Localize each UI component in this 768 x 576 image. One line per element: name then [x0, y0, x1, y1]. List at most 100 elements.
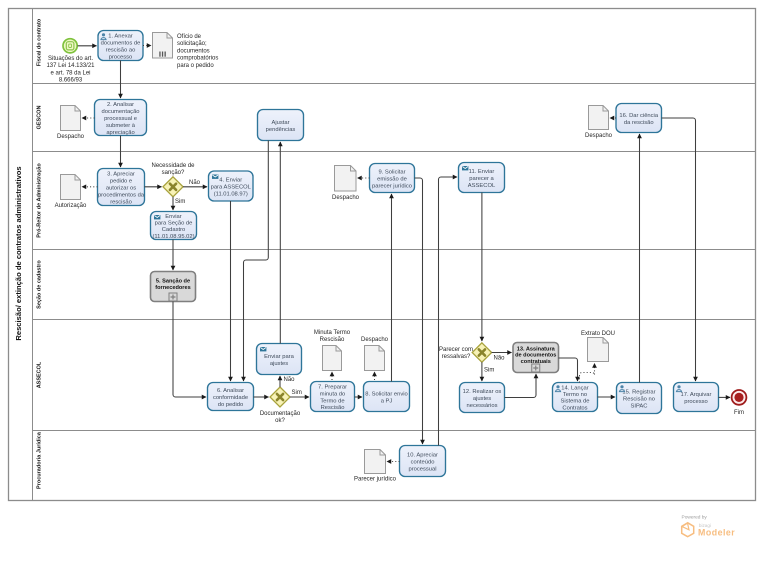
svg-text:Despacho: Despacho: [57, 134, 85, 140]
svg-text:12. Realizar os: 12. Realizar os: [463, 389, 502, 395]
svg-text:e art. 78 da Lei: e art. 78 da Lei: [50, 70, 90, 76]
svg-text:Termo no: Termo no: [563, 392, 587, 398]
svg-text:Rescisão no: Rescisão no: [623, 396, 655, 402]
svg-text:Modeler: Modeler: [698, 528, 735, 538]
svg-text:a PJ: a PJ: [381, 398, 393, 404]
svg-text:Fim: Fim: [734, 410, 744, 416]
svg-text:de documentos: de documentos: [515, 353, 556, 359]
svg-text:Ofício de: Ofício de: [177, 34, 202, 40]
svg-text:Minuta Termo: Minuta Termo: [314, 330, 351, 336]
svg-text:Pró-Reitor de Administração: Pró-Reitor de Administração: [37, 163, 43, 238]
svg-text:processo: processo: [684, 399, 708, 405]
svg-text:ASSECOL: ASSECOL: [468, 183, 496, 189]
svg-text:necessários: necessários: [467, 403, 498, 409]
svg-text:Sim: Sim: [292, 390, 302, 396]
svg-text:Autorização: Autorização: [55, 203, 87, 209]
svg-text:documentação: documentação: [101, 109, 139, 115]
svg-text:9. Solicitar: 9. Solicitar: [378, 169, 405, 175]
svg-text:bizagi: bizagi: [699, 523, 711, 528]
svg-text:Enviar para: Enviar para: [264, 354, 294, 360]
svg-text:Situações do art.: Situações do art.: [48, 56, 93, 62]
svg-text:apreciação: apreciação: [106, 130, 134, 136]
svg-text:pendências: pendências: [266, 127, 296, 133]
svg-text:rescisão ao: rescisão ao: [106, 47, 136, 53]
svg-text:minuta do: minuta do: [320, 392, 345, 398]
svg-text:Sim: Sim: [175, 199, 185, 205]
svg-text:Rescisão/ extinção de contrato: Rescisão/ extinção de contratos administ…: [14, 166, 23, 340]
svg-text:fornecedores: fornecedores: [155, 285, 190, 291]
svg-text:comprobatórios: comprobatórios: [177, 56, 218, 62]
svg-text:ASSECOL: ASSECOL: [37, 361, 43, 388]
svg-text:Não: Não: [494, 356, 506, 362]
svg-text:parecer a: parecer a: [469, 176, 494, 182]
svg-text:Fiscal do contrato: Fiscal do contrato: [37, 18, 43, 66]
svg-text:Extrato DOU: Extrato DOU: [581, 331, 615, 337]
svg-text:conteúdo: conteúdo: [411, 459, 435, 465]
svg-text:ajustes: ajustes: [270, 361, 288, 367]
svg-text:10. Apreciar: 10. Apreciar: [407, 452, 438, 458]
svg-text:ajustes: ajustes: [473, 396, 491, 402]
svg-text:13. Assinatura: 13. Assinatura: [517, 346, 556, 352]
svg-text:para Seção de: para Seção de: [155, 221, 193, 227]
svg-text:(11.01.08.97): (11.01.08.97): [214, 191, 248, 197]
svg-text:documentos: documentos: [177, 48, 210, 54]
svg-text:Não: Não: [284, 377, 296, 383]
svg-text:11. Enviar: 11. Enviar: [469, 169, 495, 175]
svg-text:emissão de: emissão de: [377, 176, 407, 182]
svg-text:137 Lei 14.133/21: 137 Lei 14.133/21: [46, 63, 95, 69]
svg-text:15. Registrar: 15. Registrar: [622, 389, 655, 395]
svg-text:para ASSECOL: para ASSECOL: [211, 184, 252, 190]
svg-text:ok?: ok?: [275, 418, 285, 424]
svg-text:procedimentos da: procedimentos da: [98, 192, 145, 198]
svg-text:GESCON: GESCON: [37, 106, 43, 130]
svg-text:14. Lançar: 14. Lançar: [561, 386, 588, 392]
svg-text:processo: processo: [109, 54, 133, 60]
svg-text:1. Anexar: 1. Anexar: [108, 33, 133, 39]
svg-text:6. Analisar: 6. Analisar: [217, 388, 244, 394]
svg-text:5. Sanção de: 5. Sanção de: [156, 279, 190, 285]
svg-text:documentos de: documentos de: [101, 40, 141, 46]
svg-text:da rescisão: da rescisão: [624, 120, 654, 126]
svg-text:conformidade: conformidade: [213, 395, 248, 401]
svg-text:Enviar: Enviar: [165, 214, 182, 220]
svg-text:8.666/93: 8.666/93: [59, 78, 83, 84]
svg-text:Cadastro: Cadastro: [162, 227, 186, 233]
svg-text:Rescisão: Rescisão: [320, 337, 345, 343]
svg-text:submeter à: submeter à: [106, 123, 136, 129]
svg-text:pedido e: pedido e: [110, 178, 132, 184]
svg-text:Documentação: Documentação: [260, 411, 301, 417]
svg-text:Contratos: Contratos: [562, 405, 587, 411]
svg-text:Procuradoria Jurídica: Procuradoria Jurídica: [37, 431, 43, 489]
svg-text:parecer jurídico: parecer jurídico: [372, 183, 412, 189]
svg-text:para o pedido: para o pedido: [177, 63, 214, 69]
svg-text:Ajustar: Ajustar: [271, 120, 289, 126]
svg-text:Sim: Sim: [484, 368, 494, 374]
svg-text:SIPAC: SIPAC: [631, 403, 648, 409]
svg-text:17. Arquivar: 17. Arquivar: [681, 392, 712, 398]
svg-text:Rescisão: Rescisão: [321, 405, 345, 411]
svg-text:solicitação;: solicitação;: [177, 41, 207, 47]
svg-text:Termo de: Termo de: [320, 398, 344, 404]
svg-text:8. Solicitar envio: 8. Solicitar envio: [365, 391, 408, 397]
svg-text:sanção?: sanção?: [162, 170, 185, 176]
svg-text:2. Analisar: 2. Analisar: [107, 102, 134, 108]
svg-text:do pedido: do pedido: [218, 402, 243, 408]
svg-text:contratuais: contratuais: [521, 359, 551, 365]
svg-text:processual: processual: [408, 466, 436, 472]
svg-text:Despacho: Despacho: [332, 195, 360, 201]
svg-text:Necessidade de: Necessidade de: [151, 163, 195, 169]
svg-text:(11.01.08.95.02): (11.01.08.95.02): [152, 234, 194, 240]
svg-text:7. Preparar: 7. Preparar: [318, 385, 347, 391]
svg-text:ressalvas?: ressalvas?: [442, 354, 471, 360]
svg-text:4. Enviar: 4. Enviar: [219, 177, 242, 183]
svg-text:Sistema de: Sistema de: [561, 399, 590, 405]
svg-text:rescisão: rescisão: [110, 199, 132, 205]
svg-text:Não: Não: [189, 180, 201, 186]
svg-text:autorizar os: autorizar os: [106, 185, 136, 191]
svg-text:processual e: processual e: [104, 116, 137, 122]
svg-text:Parecer com: Parecer com: [439, 347, 473, 353]
svg-text:Seção de cadastro: Seção de cadastro: [37, 260, 43, 309]
svg-text:3. Apreciar: 3. Apreciar: [107, 171, 135, 177]
svg-text:16. Dar ciência: 16. Dar ciência: [619, 113, 658, 119]
svg-text:Parecer jurídico: Parecer jurídico: [354, 477, 397, 483]
